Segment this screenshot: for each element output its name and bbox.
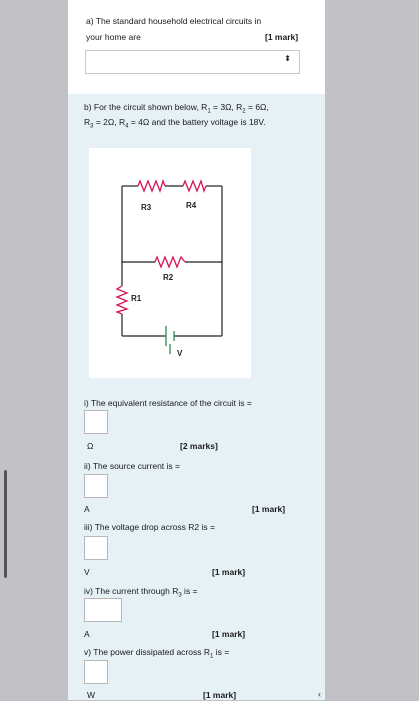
power-r1-input[interactable] — [84, 660, 108, 684]
label-r3: R3 — [141, 203, 152, 212]
resistor-r4-symbol — [182, 179, 207, 193]
circuit-svg: R3 R4 R2 R1 V — [115, 179, 223, 358]
voltage-drop-input[interactable] — [84, 536, 108, 560]
subq-iv-unit: A — [84, 629, 90, 639]
subq-ii-text: ii) The source current is = — [84, 461, 180, 471]
scroll-caret-icon[interactable]: ‹ — [318, 689, 321, 699]
subq-ii-unit: A — [84, 504, 90, 514]
question-b-intro-line1: b) For the circuit shown below, R1 = 3Ω,… — [84, 102, 269, 115]
scrollbar-handle[interactable] — [4, 470, 7, 578]
household-circuit-dropdown[interactable]: ⬍ — [85, 50, 300, 74]
question-b-intro-line2: R3 = 2Ω, R4 = 4Ω and the battery voltage… — [84, 117, 266, 130]
question-a-line1: a) The standard household electrical cir… — [86, 16, 262, 26]
label-v: V — [177, 349, 183, 358]
subq-v-text: v) The power dissipated across R1 is = — [84, 647, 230, 660]
subq-i-text: i) The equivalent resistance of the circ… — [84, 398, 252, 408]
subq-i-unit: Ω — [87, 441, 94, 451]
resistor-r1-symbol — [115, 285, 129, 315]
current-r3-input[interactable] — [84, 598, 122, 622]
equivalent-resistance-input[interactable] — [84, 410, 108, 434]
select-arrows-icon: ⬍ — [284, 54, 291, 63]
subq-iii-text: iii) The voltage drop across R2 is = — [84, 522, 215, 532]
question-a-line2: your home are — [86, 32, 141, 42]
label-r1: R1 — [131, 294, 142, 303]
question-a-marks: [1 mark] — [265, 32, 299, 42]
subq-iv-text: iv) The current through R3 is = — [84, 586, 198, 599]
resistor-r3-symbol — [137, 179, 166, 193]
subq-iii-marks: [1 mark] — [212, 567, 246, 577]
label-r2: R2 — [163, 273, 174, 282]
subq-v-unit: W — [87, 690, 96, 700]
subq-iii-unit: V — [84, 567, 90, 577]
battery-symbol — [165, 326, 175, 354]
question-a-card — [68, 0, 325, 94]
subq-v-marks: [1 mark] — [203, 690, 237, 700]
label-r4: R4 — [186, 201, 197, 210]
resistor-r2-symbol — [154, 255, 186, 269]
subq-ii-marks: [1 mark] — [252, 504, 286, 514]
subq-i-marks: [2 marks] — [180, 441, 218, 451]
circuit-wires — [121, 185, 223, 337]
source-current-input[interactable] — [84, 474, 108, 498]
circuit-diagram: R3 R4 R2 R1 V — [89, 148, 251, 378]
subq-iv-marks: [1 mark] — [212, 629, 246, 639]
